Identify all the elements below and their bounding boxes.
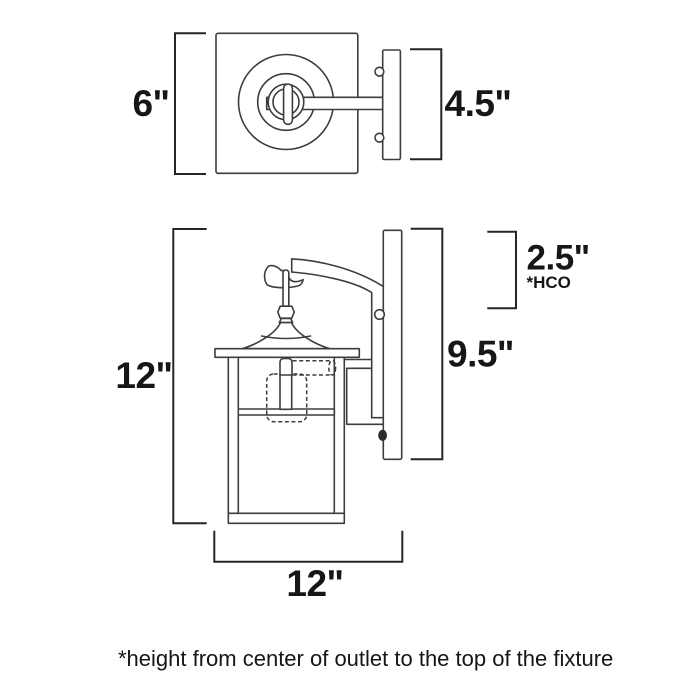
dimension-label-side-depth: 12" bbox=[286, 563, 343, 604]
side-wall-plate bbox=[382, 229, 403, 461]
dimension-label-side-height: 12" bbox=[115, 355, 172, 396]
hanging-stem bbox=[282, 269, 290, 309]
thumb-screw-knob bbox=[378, 429, 387, 441]
bracket-top-width bbox=[174, 32, 206, 175]
bulb-outline-hidden bbox=[265, 373, 308, 423]
body-column-left bbox=[227, 356, 240, 515]
top-finial-pill bbox=[282, 83, 294, 126]
socket-cylinder-end-hidden bbox=[328, 359, 337, 376]
socket-cylinder-hidden bbox=[286, 359, 332, 376]
socket-cap bbox=[279, 357, 293, 376]
side-arm-inner-curve-strap bbox=[290, 271, 385, 419]
top-mount-screw-upper bbox=[374, 66, 385, 77]
lantern-lid-band bbox=[214, 347, 361, 359]
lower-support-rod bbox=[345, 367, 385, 426]
candle-sleeve bbox=[279, 373, 293, 411]
lantern-roof-crease bbox=[260, 335, 312, 340]
dimension-label-top-width: 6" bbox=[132, 83, 169, 124]
top-mount-screw-lower bbox=[374, 132, 385, 143]
top-wall-plate bbox=[381, 49, 402, 161]
body-column-right bbox=[333, 356, 346, 515]
footnote-text: *height from center of outlet to the top… bbox=[118, 646, 613, 671]
dimension-label-backplate-height: 9.5" bbox=[447, 334, 514, 375]
dimension-label-outlet-offset: 2.5" bbox=[527, 239, 590, 278]
top-view: 6" 4.5" bbox=[132, 32, 512, 175]
bracket-side-backplate bbox=[410, 227, 444, 461]
bracket-top-extension bbox=[410, 48, 443, 161]
lantern-roof-bell bbox=[241, 321, 331, 350]
bracket-side-height bbox=[172, 228, 207, 525]
bracket-side-depth bbox=[213, 530, 404, 563]
side-view: 12" 9.5" 2.5" *HCO 12" bbox=[115, 227, 590, 604]
arm-pivot-screw bbox=[373, 308, 386, 321]
body-bottom-band bbox=[227, 512, 346, 525]
stem-knuckle-bead bbox=[277, 305, 295, 319]
side-arm-outer-curve bbox=[290, 258, 385, 288]
bracket-side-outlet-offset bbox=[487, 230, 517, 310]
dimension-note-hco: *HCO bbox=[527, 273, 571, 292]
dimension-label-top-extension: 4.5" bbox=[445, 83, 512, 124]
